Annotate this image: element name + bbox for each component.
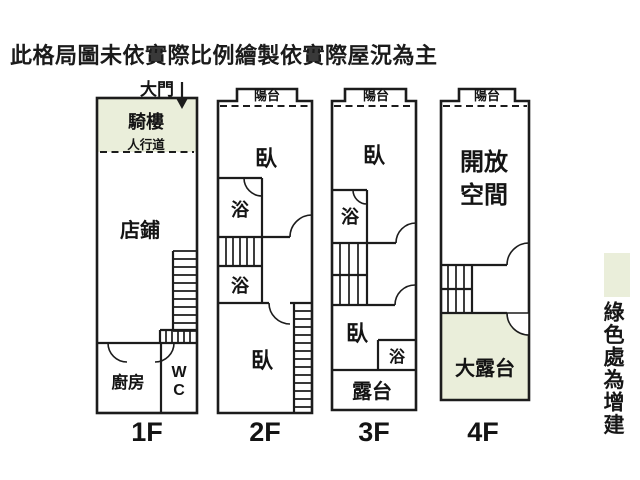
kitchen-label: 廚房 [112,372,145,392]
open-space-label-line1: 開放 [460,148,509,176]
bedroom-rear-door-arc-3f [394,284,416,306]
balcony-label-2f: 陽台 [254,88,280,103]
kitchen-door-arc [107,342,128,363]
stairs-4f [447,266,465,312]
floor-3f-outline [330,87,418,412]
floor-4f-unit: 陽台 開放 空間 大露台 4F [439,87,531,447]
arcade-label: 騎樓 [128,111,164,132]
wc-label-line2: C [173,382,185,399]
stairs-3f [339,244,359,304]
bath-front-label-3f: 浴 [341,207,360,227]
bedroom-rear-label-2f: 臥 [251,348,274,373]
stair-landing-1f [158,328,197,343]
balcony-label-4f: 陽台 [474,88,500,103]
floor-2f-outline [216,87,314,415]
bedroom-front-label-3f: 臥 [363,143,386,168]
bath-rear-label-3f: 浴 [389,347,406,366]
stairs-1f [171,250,197,332]
floor-1f-label: 1F [131,417,163,447]
bedroom-front-label-2f: 臥 [255,146,278,171]
legend-green-swatch [604,253,630,297]
bedroom-rear-door-arc-2f [268,302,291,325]
floor-1f-unit: 大門 騎樓 人行道 店鋪 廚房 W C 1F [95,79,199,447]
stairs-2f-rear [292,303,312,413]
legend-note: 綠色處為增建 [601,301,624,436]
roof-terrace-label: 大露台 [455,356,515,380]
sidewalk-label: 人行道 [127,137,165,152]
wc-label-line1: W [171,364,187,381]
terrace-door-arc-4f [506,312,530,336]
bedroom-rear-label-3f: 臥 [346,321,369,346]
floor-3f-label: 3F [358,417,390,447]
entrance-label: 大門 [140,79,174,99]
floor-4f-label: 4F [467,417,499,447]
floor-4f-outline [439,87,531,402]
bath-front-door-arc-3f [352,189,368,205]
floor-3f-unit: 陽台 臥 浴 臥 浴 露台 3F [330,87,418,447]
disclaimer-title: 此格局圖未依實際比例繪製依實際屋況為主 [10,43,438,68]
open-space-label-line2: 空間 [460,181,508,209]
bath-rear-label-2f: 浴 [231,276,250,296]
entrance-arrow-icon [176,82,188,109]
hall-door-arc-2f [289,214,313,238]
terrace-label-3f: 露台 [352,379,392,403]
floor-2f-unit: 陽台 臥 浴 浴 臥 2F [216,87,314,447]
bath-front-door-arc-2f [243,177,263,197]
balcony-label-3f: 陽台 [363,88,389,103]
stairs-2f-mid [225,238,255,265]
wc-door-arc [154,342,175,363]
floor-1f-outline [95,96,199,415]
floor-2f-label: 2F [249,417,281,447]
arcade-addition-area [98,99,196,152]
open-space-door-arc-4f [506,242,530,266]
shop-label: 店鋪 [120,218,160,242]
bath-front-label-2f: 浴 [231,200,250,220]
floor-2f-inner-walls [218,176,312,305]
floor-4f-inner-walls [441,263,507,315]
hall-door-arc-3f [395,222,417,244]
